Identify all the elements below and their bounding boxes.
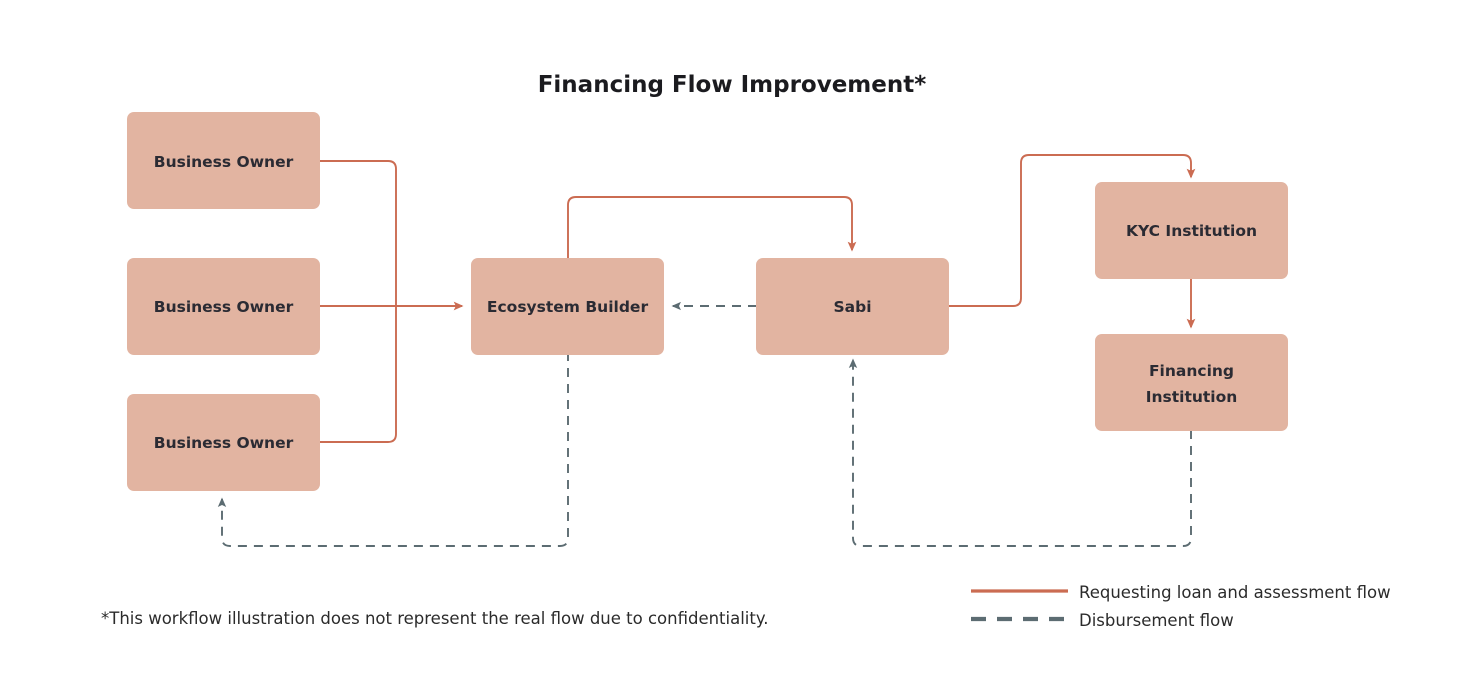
legend-item-dashed[interactable]: Disbursement flow — [971, 611, 1234, 630]
edge-group-solid — [320, 154, 1196, 443]
page-title: Financing Flow Improvement* — [538, 72, 927, 98]
node-ecosystem-builder[interactable]: Ecosystem Builder — [471, 258, 664, 355]
node-label-business-owner-3: Business Owner — [154, 434, 294, 452]
edge-eb-to-sabi — [567, 196, 857, 258]
node-label-ecosystem-builder: Ecosystem Builder — [487, 298, 649, 316]
node-label-business-owner-1: Business Owner — [154, 153, 294, 171]
legend-solid-label: Requesting loan and assessment flow — [1079, 583, 1391, 602]
node-business-owner-1[interactable]: Business Owner — [127, 112, 320, 209]
edge-sabi-to-kyc — [948, 154, 1196, 307]
legend-dashed-label: Disbursement flow — [1079, 611, 1234, 630]
edge-group-dashed — [217, 301, 1192, 547]
node-label-financing-institution-line1: Financing — [1149, 362, 1234, 380]
node-label-kyc-institution: KYC Institution — [1126, 222, 1257, 240]
node-business-owner-2[interactable]: Business Owner — [127, 258, 320, 355]
node-group: Business Owner Business Owner Business O… — [127, 112, 1288, 491]
node-label-business-owner-2: Business Owner — [154, 298, 294, 316]
node-label-financing-institution-line2: Institution — [1146, 388, 1238, 406]
edge-bo1-to-eb — [320, 160, 397, 306]
node-sabi[interactable]: Sabi — [756, 258, 949, 355]
node-kyc-institution[interactable]: KYC Institution — [1095, 182, 1288, 279]
node-business-owner-3[interactable]: Business Owner — [127, 394, 320, 491]
edge-fi-to-sabi — [848, 358, 1192, 547]
edge-bo3-to-eb — [320, 306, 397, 443]
node-label-sabi: Sabi — [833, 298, 871, 316]
node-financing-institution[interactable]: Financing Institution — [1095, 334, 1288, 431]
footnote: *This workflow illustration does not rep… — [101, 609, 769, 628]
legend-item-solid[interactable]: Requesting loan and assessment flow — [971, 583, 1391, 602]
legend: Requesting loan and assessment flow Disb… — [971, 583, 1391, 630]
